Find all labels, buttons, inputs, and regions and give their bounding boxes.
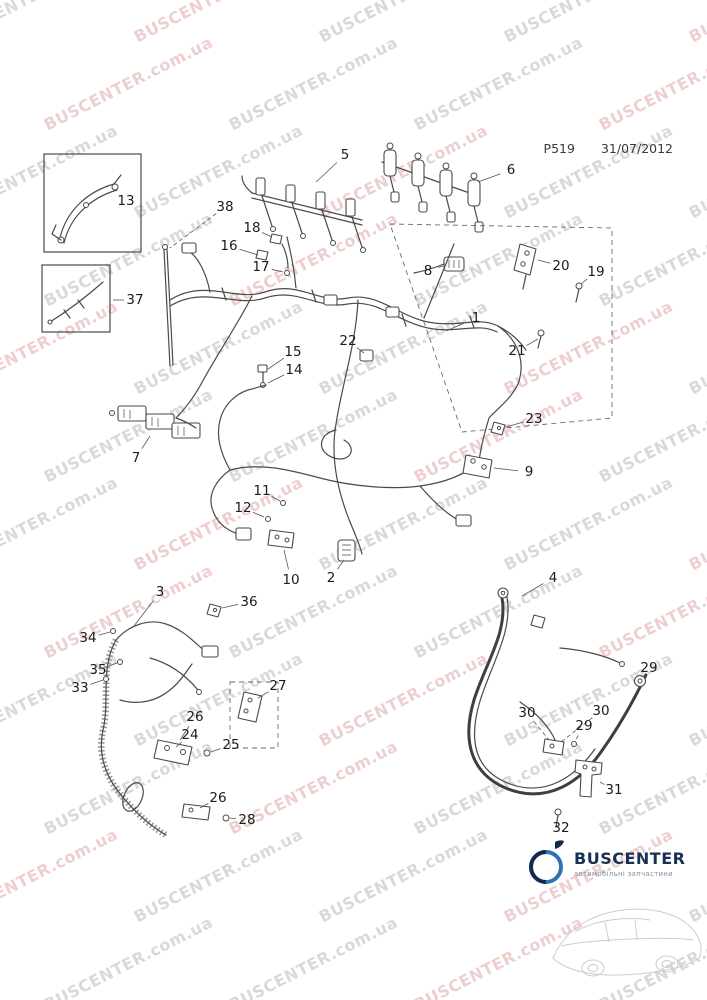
clip-23 (490, 421, 506, 436)
connector-module-7 (109, 405, 201, 439)
page-refs: P519 31/07/2012 (544, 141, 673, 156)
drawing-date: 31/07/2012 (600, 141, 673, 156)
battery-cable-assembly (467, 587, 648, 828)
connector-2 (337, 539, 356, 562)
dashed-region (389, 223, 613, 433)
sensor-bracket-20 (513, 243, 537, 290)
buscenter-logo-icon (529, 840, 564, 884)
logo-tagline: автомобільні запчастини (574, 869, 674, 878)
ignition-coil-group-6 (381, 142, 484, 233)
logo-name: BUSCENTER (574, 848, 686, 868)
callout-leaders (90, 162, 642, 820)
left-harness-assembly (98, 603, 279, 838)
sensor-connector-8 (413, 256, 465, 274)
inset-box-13 (43, 153, 142, 253)
buscenter-logo: BUSCENTER автомобільні запчастини (527, 838, 685, 888)
car-sketch (552, 908, 702, 977)
main-harness-1 (169, 236, 527, 555)
bracket-9 (462, 454, 493, 479)
drawing-ref: P519 (543, 141, 575, 156)
bolt-11 (280, 500, 286, 506)
clip-14-15 (257, 364, 268, 388)
bolt-19 (575, 282, 583, 303)
injector-harness-5 (241, 175, 366, 253)
rod-38 (162, 244, 174, 367)
bolt-12 (265, 516, 271, 522)
bracket-10 (267, 529, 295, 549)
bolt-21 (537, 329, 545, 349)
inset-box-37 (41, 264, 111, 333)
clip-cluster-16-17-18 (255, 233, 290, 276)
